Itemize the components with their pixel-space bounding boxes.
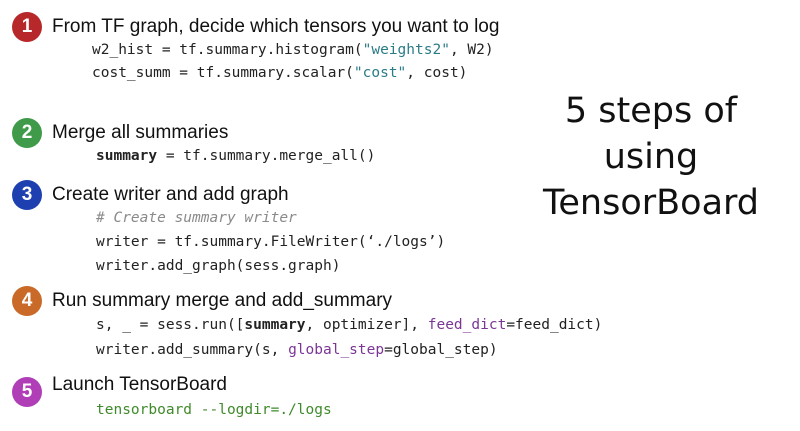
step-4-code-line-1: s, _ = sess.run([summary, optimizer], fe… [96, 317, 602, 333]
step-3-code-line-3: writer.add_graph(sess.graph) [96, 258, 340, 274]
step-4-heading: Run summary merge and add_summary [52, 290, 393, 311]
step-5-badge: 5 [12, 377, 42, 407]
code-text: writer.add_graph(sess.graph) [96, 258, 341, 274]
code-string: "weights2" [362, 42, 450, 58]
code-text: , optimizer], [305, 317, 428, 333]
code-text: = tf.summary.merge_all() [157, 148, 376, 164]
step-3-heading: Create writer and add graph [52, 184, 289, 205]
step-1-code-line-2: cost_summ = tf.summary.scalar("cost", co… [92, 65, 467, 81]
code-text: cost_summ = tf.summary.scalar( [92, 65, 354, 81]
code-text: , W2) [449, 42, 494, 58]
code-keyword: summary [244, 317, 306, 333]
step-2-code-line-1: summary = tf.summary.merge_all() [96, 148, 375, 164]
code-text: writer.add_summary(s, [96, 342, 289, 358]
step-3-badge: 3 [12, 180, 42, 210]
slide-title-line-1: 5 steps of using [564, 91, 738, 177]
code-kwarg: feed_dict [427, 317, 507, 333]
step-3-code-line-2: writer = tf.summary.FileWriter(‘./logs’) [96, 234, 445, 250]
step-4-code-line-2: writer.add_summary(s, global_step=global… [96, 342, 498, 358]
step-3-code-comment: # Create summary writer [96, 210, 297, 226]
code-text: =feed_dict) [506, 317, 603, 333]
code-kwarg: global_step [288, 342, 385, 358]
code-text: =global_step) [384, 342, 498, 358]
code-text: writer = tf.summary.FileWriter( [96, 234, 367, 250]
code-keyword: summary [96, 148, 158, 164]
step-1-heading: From TF graph, decide which tensors you … [52, 16, 500, 37]
code-text: w2_hist = tf.summary.histogram( [92, 42, 363, 58]
step-5-heading: Launch TensorBoard [52, 374, 227, 395]
code-string: "cost" [353, 65, 407, 81]
step-1-badge: 1 [12, 12, 42, 42]
step-2-badge: 2 [12, 118, 42, 148]
code-text: s, _ = sess.run([ [96, 317, 245, 333]
step-1-code-line-1: w2_hist = tf.summary.histogram("weights2… [92, 42, 494, 58]
code-text: ) [436, 234, 446, 250]
code-string: ‘./logs’ [366, 234, 437, 250]
step-2-heading: Merge all summaries [52, 122, 229, 143]
code-text: , cost) [406, 65, 468, 81]
slide-title: 5 steps of using TensorBoard [516, 88, 786, 226]
step-5-code-line-1: tensorboard --logdir=./logs [96, 402, 332, 418]
slide-title-line-2: TensorBoard [542, 183, 760, 223]
step-4-badge: 4 [12, 286, 42, 316]
